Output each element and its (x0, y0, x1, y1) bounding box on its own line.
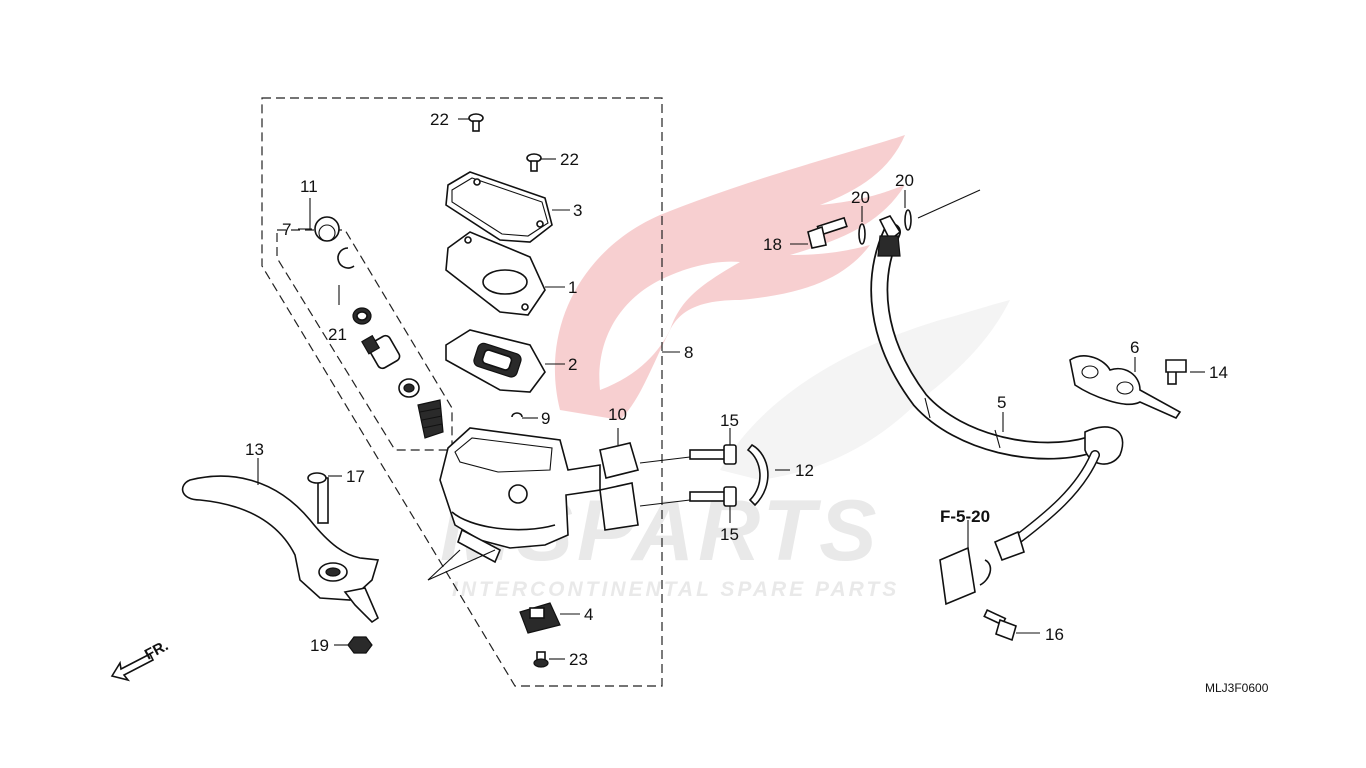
label-18[interactable]: 18 (763, 235, 782, 254)
label-19[interactable]: 19 (310, 636, 329, 655)
label-8[interactable]: 8 (684, 343, 693, 362)
pivot-bolt-17 (307, 472, 342, 524)
bolt-15-upper (689, 428, 737, 465)
bolt-15-lower (689, 486, 737, 523)
clamp-12 (746, 443, 790, 507)
washer-20-left (858, 206, 866, 245)
clamp-6 (1069, 355, 1182, 420)
label-20-right[interactable]: 20 (895, 171, 914, 190)
label-2[interactable]: 2 (568, 355, 577, 374)
part-labels: 22 22 3 11 7 1 21 8 2 9 10 15 12 15 13 1… (245, 110, 1269, 695)
screw-22-right (526, 153, 556, 172)
brake-hose-5 (870, 215, 1124, 586)
watermark-wing-logo (554, 135, 905, 420)
label-12[interactable]: 12 (795, 461, 814, 480)
diaphragm-plate-1 (445, 231, 565, 316)
label-13[interactable]: 13 (245, 440, 264, 459)
label-22-right[interactable]: 22 (560, 150, 579, 169)
clip-9 (511, 412, 538, 419)
screw-23 (533, 651, 565, 668)
hose-joint-block (939, 520, 976, 606)
watermark-dot-field (720, 300, 1010, 480)
reservoir-cover-3 (445, 171, 570, 243)
label-5[interactable]: 5 (997, 393, 1006, 412)
screw-22-top (458, 113, 484, 132)
piston-set (298, 216, 444, 439)
label-9[interactable]: 9 (541, 409, 550, 428)
label-23[interactable]: 23 (569, 650, 588, 669)
bolt-14 (1165, 359, 1205, 385)
label-7[interactable]: 7 (282, 220, 291, 239)
label-17[interactable]: 17 (346, 467, 365, 486)
label-15-upper[interactable]: 15 (720, 411, 739, 430)
master-cylinder-assembly-boundary (261, 97, 663, 687)
label-11[interactable]: 11 (300, 177, 318, 196)
label-14[interactable]: 14 (1209, 363, 1228, 382)
label-16[interactable]: 16 (1045, 625, 1064, 644)
watermark-wing-logo-inner (599, 261, 740, 390)
brake-lever-13 (181, 458, 380, 624)
watermark-tagline: INTERCONTINENTAL SPARE PARTS (452, 578, 899, 601)
master-cylinder-body (427, 427, 691, 581)
label-20-left[interactable]: 20 (851, 188, 870, 207)
washer-20-right (904, 189, 981, 231)
bolt-16 (983, 608, 1040, 642)
diagram-code: MLJ3F0600 (1205, 681, 1269, 695)
diaphragm-2 (445, 329, 565, 393)
label-21[interactable]: 21 (328, 325, 347, 344)
banjo-bolt-18 (790, 216, 848, 249)
front-direction-indicator: FR. (110, 637, 171, 682)
label-3[interactable]: 3 (573, 201, 582, 220)
front-arrow-icon (110, 652, 155, 682)
reference-f-5-20[interactable]: F-5-20 (940, 507, 990, 526)
brake-switch-4 (519, 602, 580, 634)
watermark: MSPARTS INTERCONTINENTAL SPARE PARTS (440, 135, 1010, 601)
label-1[interactable]: 1 (568, 278, 577, 297)
label-6[interactable]: 6 (1130, 338, 1139, 357)
label-15-lower[interactable]: 15 (720, 525, 739, 544)
label-22-top[interactable]: 22 (430, 110, 449, 129)
label-10[interactable]: 10 (608, 405, 627, 424)
label-4[interactable]: 4 (584, 605, 593, 624)
nut-19 (334, 636, 373, 654)
